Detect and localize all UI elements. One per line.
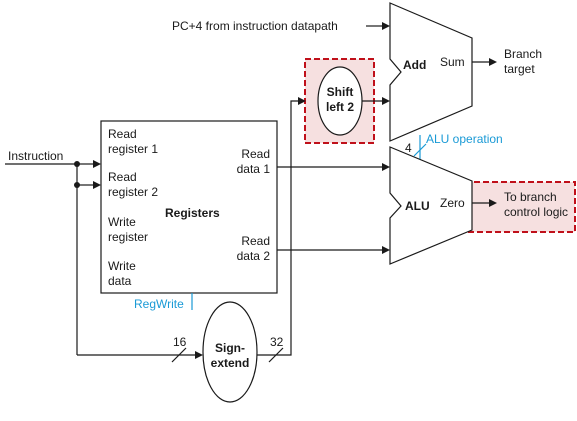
read-data-2-arrow (382, 246, 390, 254)
sign-extend-out-arrow (298, 97, 306, 105)
write-register-label-a: Write (108, 215, 136, 229)
regwrite-label: RegWrite (134, 297, 184, 311)
read-register-1-label-b: register 1 (108, 142, 158, 156)
branch-target-label-2: target (504, 62, 535, 76)
sum-label: Sum (440, 55, 465, 69)
to-branch-label-1: To branch (504, 190, 557, 204)
zero-label: Zero (440, 196, 465, 210)
registers-title: Registers (165, 206, 220, 220)
read-data-1-arrow (382, 163, 390, 171)
width-32-label: 32 (270, 335, 284, 349)
pc4-label: PC+4 from instruction datapath (172, 19, 338, 33)
zero-arrow (489, 199, 497, 207)
pc4-arrow (382, 22, 390, 30)
write-register-label-b: register (108, 230, 148, 244)
sign-extend-label-2: extend (211, 356, 250, 370)
read-data-2-label-a: Read (241, 234, 270, 248)
read-register-1-label-a: Read (108, 127, 137, 141)
branch-target-label-1: Branch (504, 47, 542, 61)
alu-label: ALU (405, 199, 430, 213)
width-16-label: 16 (173, 335, 187, 349)
add-unit (389, 2, 473, 142)
read-data-1-label-a: Read (241, 147, 270, 161)
alu-op-slash (413, 143, 427, 157)
read-data-2-label-b: data 2 (237, 249, 271, 263)
add-label: Add (403, 58, 426, 72)
to-branch-label-2: control logic (504, 205, 568, 219)
read-register-2-label-a: Read (108, 170, 137, 184)
read-register-2-label-b: register 2 (108, 185, 158, 199)
sign-extend-unit (202, 301, 258, 403)
sign-extend-out-wire (257, 100, 298, 356)
alu-op-width: 4 (405, 141, 412, 155)
width-32-slash (268, 347, 284, 363)
write-data-label-a: Write (108, 259, 136, 273)
read-reg-1-arrow (93, 160, 101, 168)
alu-operation-label: ALU operation (426, 132, 503, 146)
register-file (100, 120, 278, 294)
sign-extend-in-arrow (195, 351, 203, 359)
shift-label-1: Shift (327, 85, 354, 99)
sum-arrow (489, 58, 497, 66)
sign-extend-label-1: Sign- (215, 341, 245, 355)
shift-label-2: left 2 (326, 100, 354, 114)
width-16-slash (171, 347, 187, 363)
read-data-1-label-b: data 1 (237, 162, 271, 176)
write-data-label-b: data (108, 274, 132, 288)
read-reg-2-arrow (93, 181, 101, 189)
shift-out-arrow (382, 97, 390, 105)
alu-unit (389, 146, 473, 265)
instruction-label: Instruction (8, 149, 63, 163)
